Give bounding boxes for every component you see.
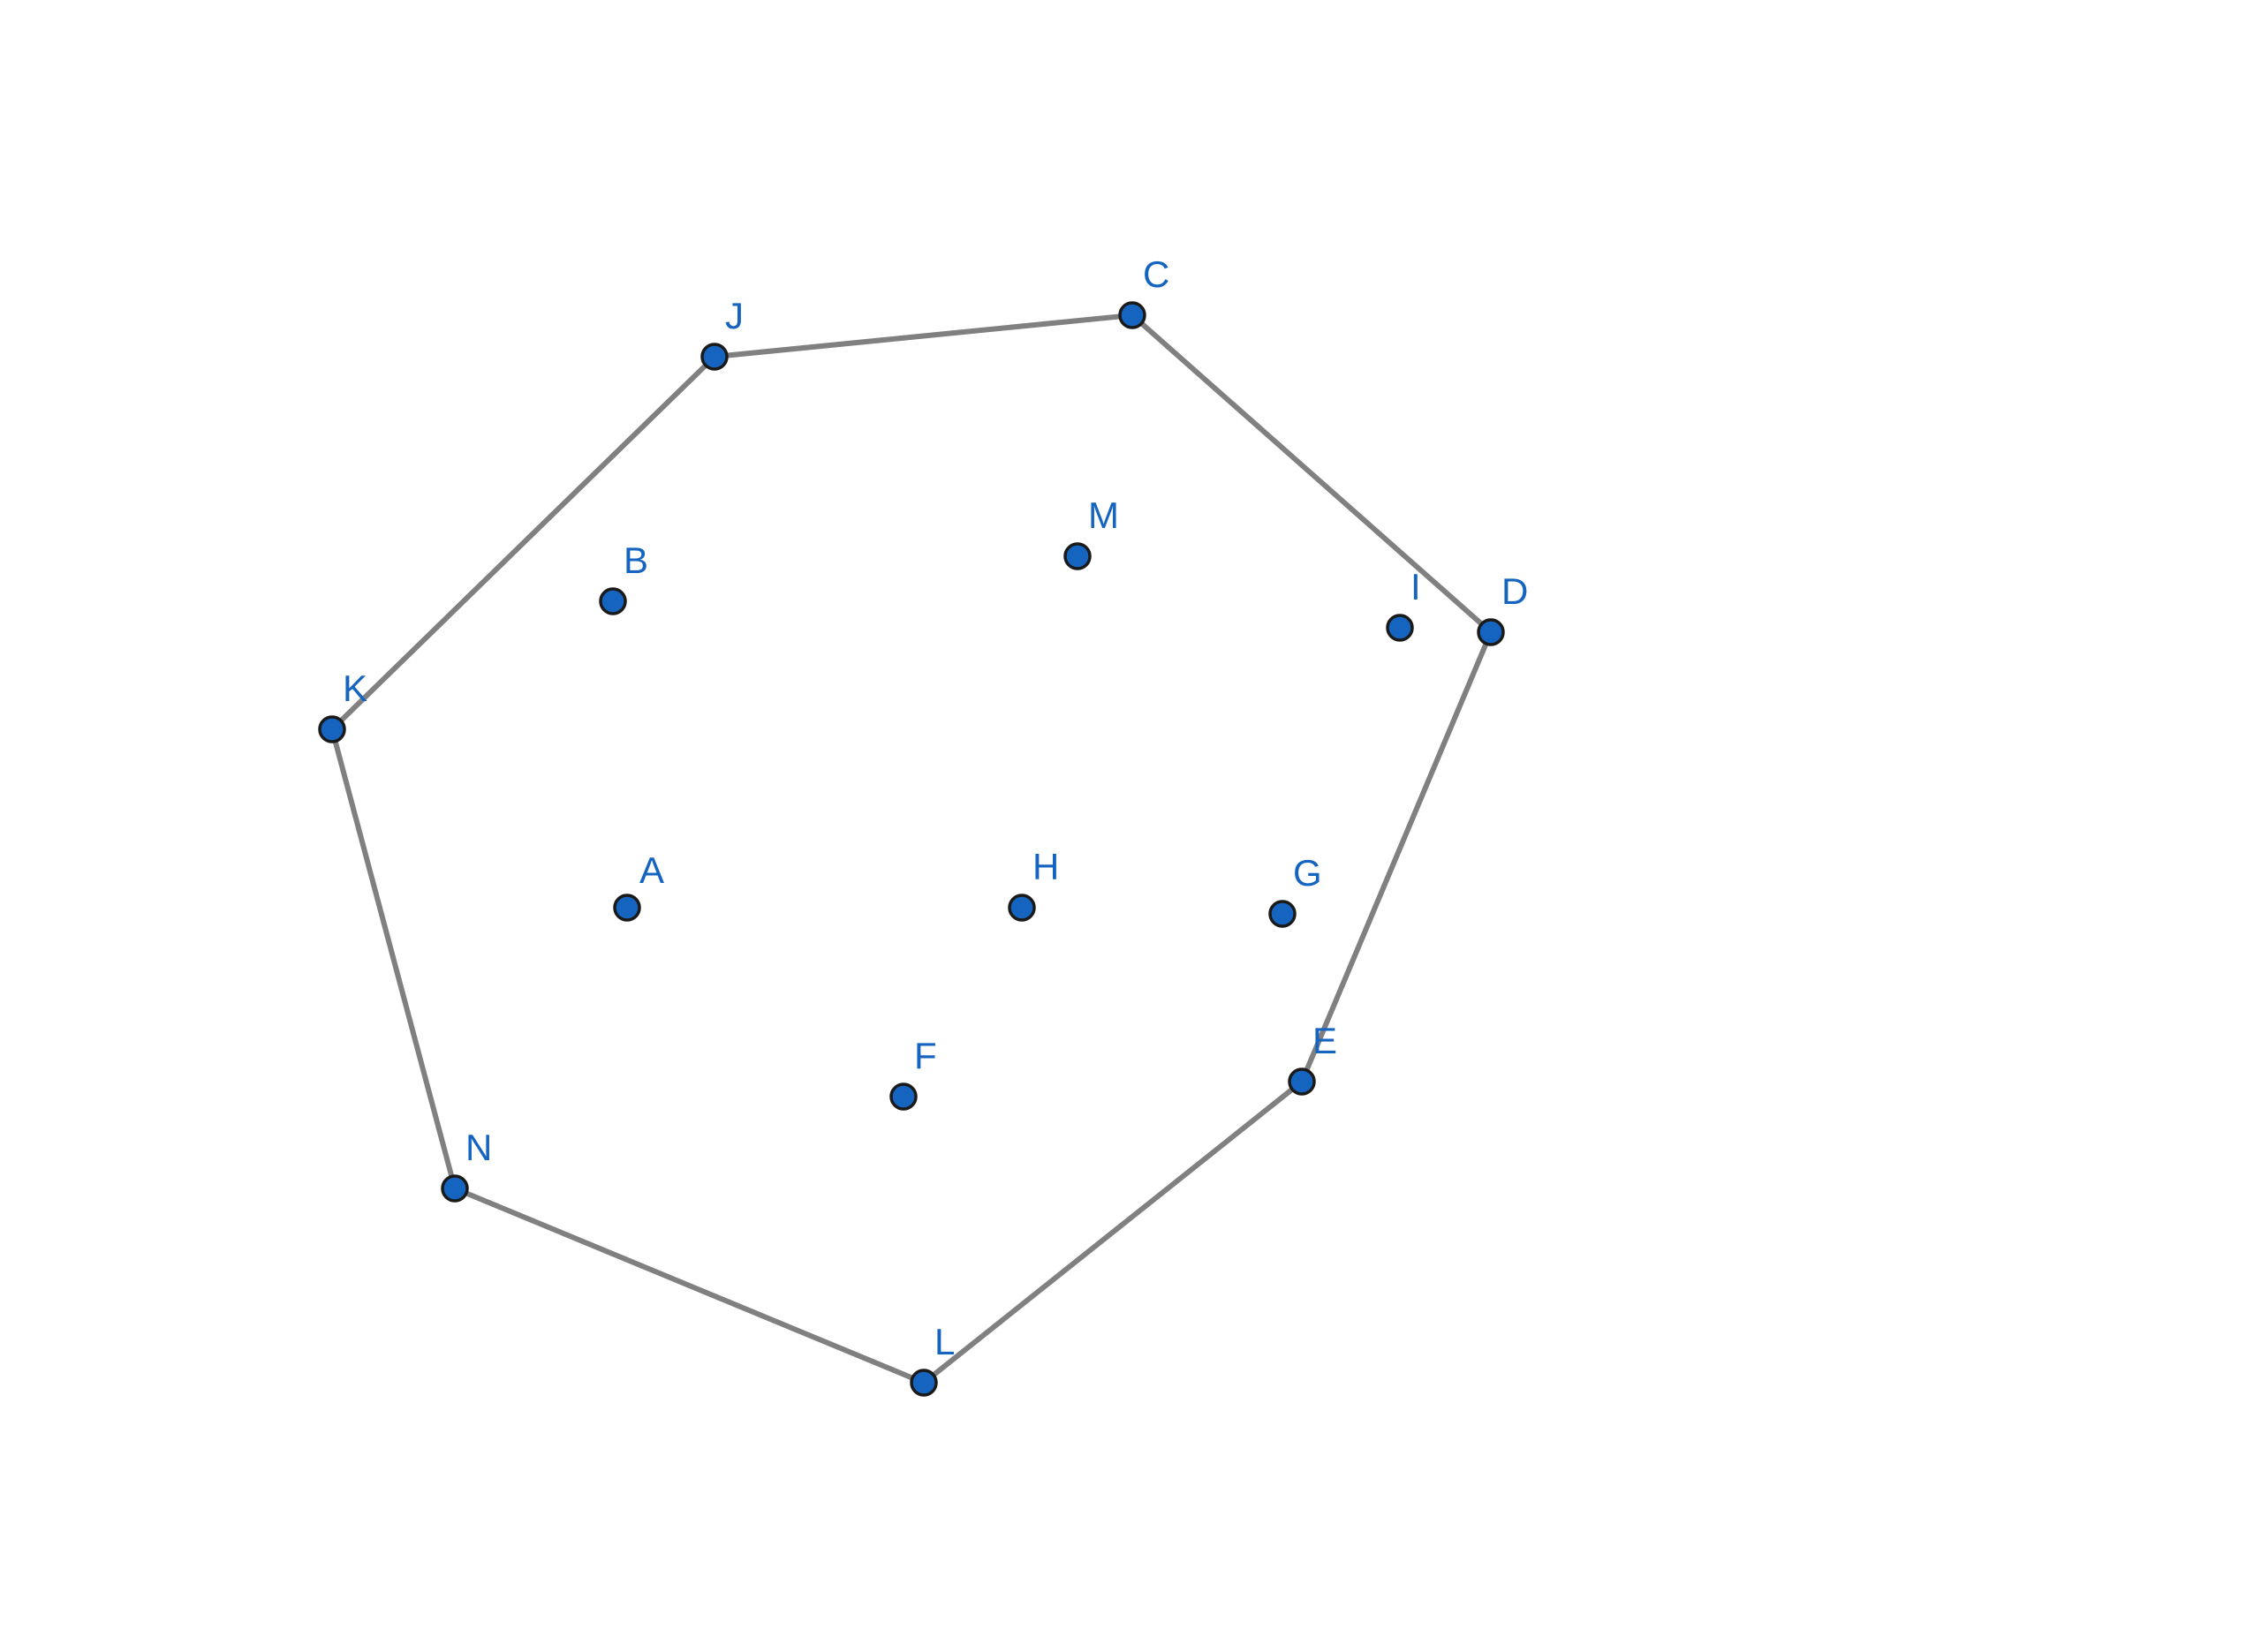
- edge-NK: [329, 727, 457, 1191]
- label-E: E: [1312, 1020, 1337, 1061]
- point-A[interactable]: [613, 894, 641, 922]
- edge-CD: [1130, 313, 1493, 635]
- point-K[interactable]: [318, 715, 346, 743]
- point-M[interactable]: [1063, 542, 1092, 570]
- point-I[interactable]: [1386, 614, 1414, 642]
- label-F: F: [914, 1035, 937, 1076]
- edge-JC: [712, 313, 1135, 359]
- point-G[interactable]: [1268, 900, 1297, 928]
- point-E[interactable]: [1288, 1067, 1316, 1096]
- edge-DE: [1299, 630, 1493, 1084]
- point-labels: A B C D E F G H I J K L M N: [343, 253, 1528, 1362]
- label-B: B: [624, 539, 648, 581]
- label-H: H: [1032, 846, 1059, 887]
- label-N: N: [465, 1127, 492, 1168]
- point-N[interactable]: [441, 1174, 469, 1203]
- point-D[interactable]: [1477, 618, 1505, 646]
- hull-edges: [329, 313, 1493, 1385]
- point-L[interactable]: [910, 1369, 938, 1397]
- point-F[interactable]: [889, 1082, 918, 1111]
- label-K: K: [343, 668, 367, 709]
- label-C: C: [1143, 253, 1169, 295]
- label-L: L: [934, 1321, 955, 1362]
- label-A: A: [639, 849, 664, 891]
- edge-KJ: [329, 354, 717, 732]
- point-H[interactable]: [1008, 894, 1036, 922]
- label-M: M: [1088, 494, 1119, 536]
- point-J[interactable]: [700, 343, 729, 371]
- points: [318, 301, 1505, 1397]
- label-D: D: [1501, 570, 1528, 612]
- point-C[interactable]: [1118, 301, 1146, 329]
- edge-EL: [921, 1079, 1304, 1385]
- edge-LN: [452, 1186, 926, 1385]
- label-I: I: [1410, 566, 1421, 607]
- label-J: J: [725, 295, 744, 336]
- label-G: G: [1293, 852, 1322, 894]
- point-B[interactable]: [599, 587, 627, 615]
